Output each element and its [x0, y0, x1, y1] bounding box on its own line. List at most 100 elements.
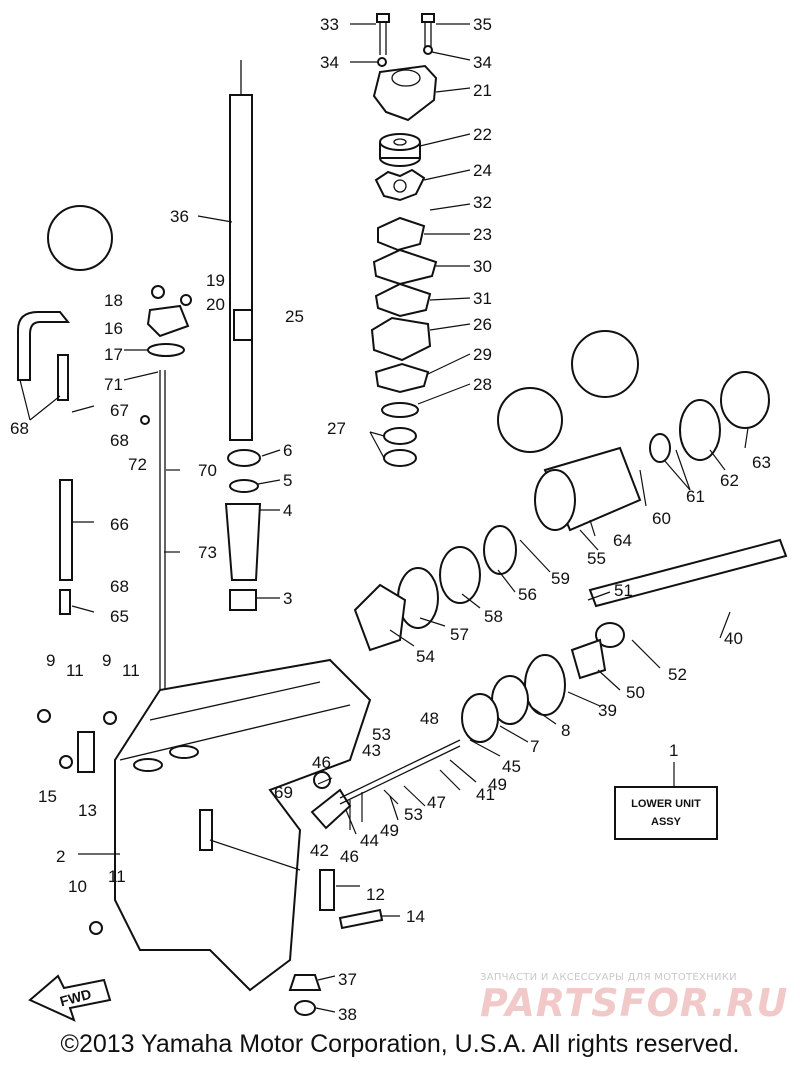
callout-part-68: 68	[110, 431, 129, 450]
callout-part-4: 4	[283, 501, 292, 520]
callout-part-47: 47	[427, 793, 446, 812]
impeller-insert	[379, 133, 421, 167]
shift-rod	[140, 285, 192, 730]
callout-part-44: 44	[360, 831, 379, 850]
callout-part-14: 14	[406, 907, 425, 926]
callout-part-10: 10	[68, 877, 87, 896]
callout-part-32: 32	[473, 193, 492, 212]
callout-part-27: 27	[327, 419, 346, 438]
callout-part-46: 46	[340, 847, 359, 866]
callout-part-34: 34	[320, 53, 339, 72]
callout-part-72: 72	[128, 455, 147, 474]
callout-part-64: 64	[613, 531, 632, 550]
callout-part-17: 17	[104, 345, 123, 364]
callout-part-25: 25	[285, 307, 304, 326]
callout-part-34: 34	[473, 53, 492, 72]
callout-part-35: 35	[473, 15, 492, 34]
callout-part-53: 53	[372, 725, 391, 744]
callout-part-9: 9	[102, 651, 111, 670]
fwd-arrow: FWD	[28, 974, 112, 1022]
callout-part-40: 40	[724, 629, 743, 648]
callout-part-1: 1	[669, 741, 678, 760]
callout-part-28: 28	[473, 375, 492, 394]
callout-part-15: 15	[38, 787, 57, 806]
callout-part-51: 51	[614, 581, 633, 600]
callout-part-12: 12	[366, 885, 385, 904]
watermark: ЗАПЧАСТИ И АКСЕССУАРЫ ДЛЯ МОТОТЕХНИКИ PA…	[480, 972, 790, 1023]
water-pump-housing	[372, 13, 438, 122]
callout-part-36: 36	[170, 207, 189, 226]
callout-part-11: 11	[108, 867, 126, 886]
callout-part-11: 11	[66, 661, 84, 680]
copyright-notice: ©2013 Yamaha Motor Corporation, U.S.A. A…	[60, 1030, 740, 1058]
callout-part-2: 2	[56, 847, 65, 866]
callout-part-23: 23	[473, 225, 492, 244]
callout-part-57: 57	[450, 625, 469, 644]
callout-part-5: 5	[283, 471, 292, 490]
callout-part-62: 62	[720, 471, 739, 490]
fwd-label: FWD	[58, 986, 93, 1010]
callout-part-39: 39	[598, 701, 617, 720]
assembly-line-2: ASSY	[651, 816, 681, 828]
callout-part-7: 7	[530, 737, 539, 756]
callout-part-65: 65	[110, 607, 129, 626]
callout-part-29: 29	[473, 345, 492, 364]
assembly-line-1: LOWER UNIT	[631, 798, 701, 810]
callout-part-59: 59	[551, 569, 570, 588]
callout-part-33: 33	[320, 15, 339, 34]
callout-part-60: 60	[652, 509, 671, 528]
callout-part-70: 70	[198, 461, 217, 480]
callout-part-71: 71	[104, 375, 123, 394]
callout-part-69: 69	[274, 783, 293, 802]
callout-part-73: 73	[198, 543, 217, 562]
part-drawings: FWD	[17, 13, 788, 1022]
callout-part-49: 49	[488, 775, 507, 794]
callout-part-67: 67	[110, 401, 129, 420]
callout-part-53: 53	[404, 805, 423, 824]
watermark-caption: ЗАПЧАСТИ И АКСЕССУАРЫ ДЛЯ МОТОТЕХНИКИ	[480, 972, 737, 983]
detail-callouts	[47, 205, 639, 453]
callout-part-3: 3	[283, 589, 292, 608]
callout-part-16: 16	[104, 319, 123, 338]
callout-part-49: 49	[380, 821, 399, 840]
callout-part-11: 11	[122, 661, 140, 680]
callout-part-18: 18	[104, 291, 123, 310]
callout-part-37: 37	[338, 970, 357, 989]
callout-part-30: 30	[473, 257, 492, 276]
callout-part-68: 68	[10, 419, 29, 438]
leader-lines	[19, 23, 749, 1013]
drive-shaft	[224, 60, 262, 611]
callout-part-8: 8	[561, 721, 570, 740]
callout-part-38: 38	[338, 1005, 357, 1024]
callout-part-54: 54	[416, 647, 435, 666]
callout-part-50: 50	[626, 683, 645, 702]
propeller-shaft-assembly	[353, 371, 788, 743]
lower-case	[37, 658, 384, 1016]
callout-part-22: 22	[473, 125, 492, 144]
callout-part-63: 63	[752, 453, 771, 472]
callout-part-68: 68	[110, 577, 129, 596]
gasket-plates	[370, 216, 438, 467]
callout-part-46: 46	[312, 753, 331, 772]
callout-part-6: 6	[283, 441, 292, 460]
callout-part-58: 58	[484, 607, 503, 626]
callout-part-13: 13	[78, 801, 97, 820]
watermark-logo: PARTSFOR.RU	[480, 981, 789, 1025]
callout-part-61: 61	[686, 487, 705, 506]
lower-unit-assy-box: LOWER UNIT ASSY	[614, 786, 718, 840]
callout-part-56: 56	[518, 585, 537, 604]
callout-part-45: 45	[502, 757, 521, 776]
callout-part-43: 43	[362, 741, 381, 760]
callout-part-26: 26	[473, 315, 492, 334]
callout-part-66: 66	[110, 515, 129, 534]
callout-part-41: 41	[476, 785, 495, 804]
impeller	[374, 168, 426, 202]
callout-part-55: 55	[587, 549, 606, 568]
callout-part-42: 42	[310, 841, 329, 860]
callout-part-20: 20	[206, 295, 225, 314]
callout-part-48: 48	[420, 709, 439, 728]
callout-part-21: 21	[473, 81, 492, 100]
callout-part-19: 19	[206, 271, 225, 290]
